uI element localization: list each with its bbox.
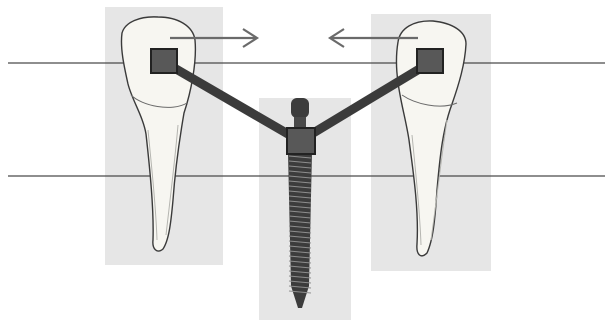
- right-connector-node: [417, 49, 443, 73]
- implant-body: [288, 152, 312, 308]
- implant-head: [291, 98, 309, 118]
- left-connector-node: [151, 49, 177, 73]
- implant-connector-node: [287, 128, 315, 154]
